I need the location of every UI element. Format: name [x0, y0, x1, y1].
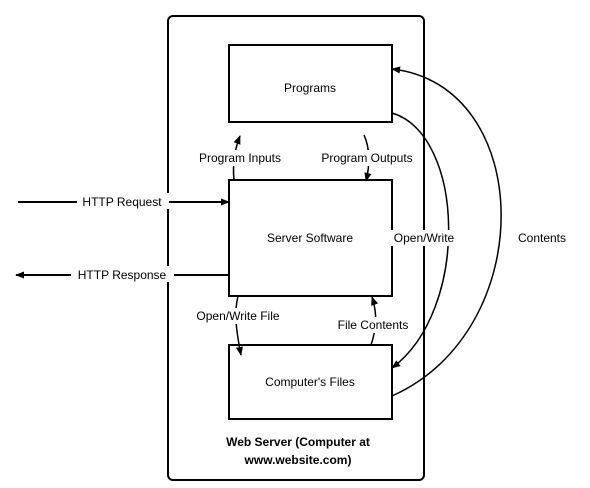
computers-files-box [228, 344, 393, 420]
program-inputs-label: Program Inputs [199, 151, 281, 165]
web-server-container [167, 15, 425, 481]
program-outputs-label: Program Outputs [321, 151, 412, 165]
http-response-label: HTTP Response [78, 268, 167, 282]
http-request-label: HTTP Request [82, 195, 162, 209]
open-write-file-label: Open/Write File [196, 309, 279, 323]
open-write-label-bg [388, 230, 460, 246]
open-write-label: Open/Write [394, 231, 455, 245]
web-server-caption-line2: www.website.com) [244, 453, 352, 467]
program-inputs-label-bg [193, 150, 287, 166]
programs-label: Programs [284, 81, 336, 95]
open-write-arrow [391, 112, 450, 369]
server-software-box [228, 179, 393, 297]
programs-box [228, 44, 393, 123]
http-request-label-bg [77, 193, 169, 209]
server-software-label: Server Software [267, 231, 353, 245]
open-write-file-label-bg [190, 308, 287, 324]
contents-label: Contents [518, 231, 566, 245]
file-contents-label: File Contents [338, 318, 409, 332]
file-contents-label-bg [330, 317, 416, 333]
http-response-label-bg [71, 266, 174, 282]
computers-files-label: Computer's Files [265, 375, 355, 389]
contents-arrow [391, 66, 502, 397]
program-outputs-label-bg [314, 150, 420, 166]
web-server-caption-line1: Web Server (Computer at [226, 435, 370, 449]
contents-label-bg [510, 230, 574, 246]
